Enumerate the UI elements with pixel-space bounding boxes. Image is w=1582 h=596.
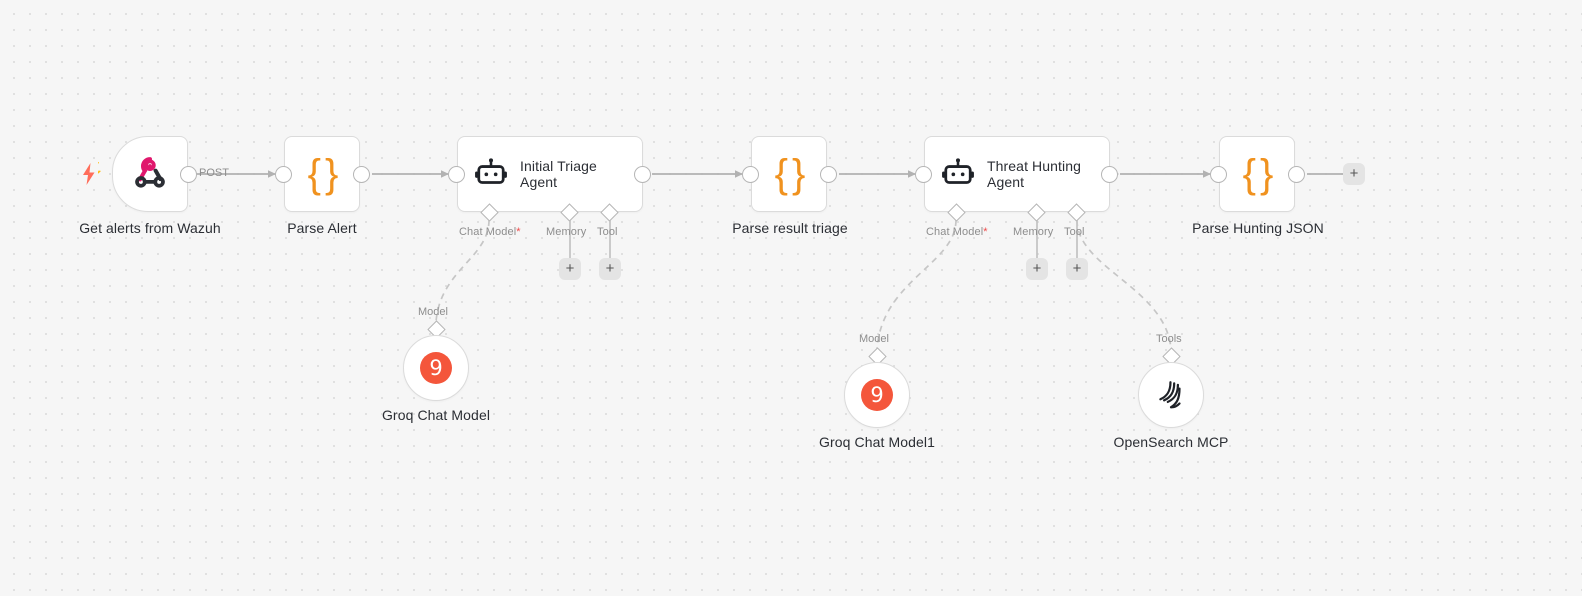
node-parse-alert[interactable]: { } xyxy=(284,136,360,212)
node-get-alerts-from-wazuh[interactable] xyxy=(112,136,188,212)
node-opensearch-mcp[interactable] xyxy=(1138,362,1204,428)
parse-result-triage-output-port[interactable] xyxy=(820,166,837,183)
node-label-parse-result-triage: Parse result triage xyxy=(732,220,848,236)
node-label-get-alerts-from-wazuh: Get alerts from Wazuh xyxy=(79,220,221,236)
connection-label-model-hunting: Model xyxy=(859,333,889,345)
node-groq-chat-model[interactable]: 9 xyxy=(403,335,469,401)
connection-label-tools: Tools xyxy=(1156,333,1182,345)
threat-hunting-chat-model-label: Chat Model* xyxy=(926,226,988,238)
initial-triage-agent-input-port[interactable] xyxy=(448,166,465,183)
groq-icon: 9 xyxy=(420,352,452,384)
initial-triage-chat-model-label: Chat Model* xyxy=(459,226,521,238)
node-label-parse-hunting-json: Parse Hunting JSON xyxy=(1192,220,1324,236)
node-label-groq-chat-model1: Groq Chat Model1 xyxy=(819,434,935,450)
parse-hunting-json-output-port[interactable] xyxy=(1288,166,1305,183)
robot-icon xyxy=(942,158,974,184)
parse-alert-input-port[interactable] xyxy=(275,166,292,183)
initial-triage-tool-label: Tool xyxy=(597,226,618,238)
node-label-groq-chat-model: Groq Chat Model xyxy=(381,407,491,423)
webhook-output-port[interactable] xyxy=(180,166,197,183)
parse-result-triage-input-port[interactable] xyxy=(742,166,759,183)
node-title-threat-hunting-agent: Threat Hunting Agent xyxy=(987,157,1082,190)
add-tool-button-hunting[interactable]: + xyxy=(1066,258,1088,280)
groq-icon: 9 xyxy=(861,379,893,411)
initial-triage-memory-label: Memory xyxy=(546,226,587,238)
node-label-opensearch-mcp: OpenSearch MCP xyxy=(1113,434,1229,450)
add-memory-button-triage[interactable]: + xyxy=(559,258,581,280)
webhook-method-label: POST xyxy=(199,167,229,179)
threat-hunting-tool-label: Tool xyxy=(1064,226,1085,238)
code-json-icon: { } xyxy=(1242,152,1274,196)
node-parse-hunting-json[interactable]: { } xyxy=(1219,136,1295,212)
node-threat-hunting-agent[interactable]: Threat Hunting Agent xyxy=(924,136,1110,212)
robot-icon xyxy=(475,158,507,184)
node-label-parse-alert: Parse Alert xyxy=(287,220,357,236)
connection-label-model-triage: Model xyxy=(418,306,448,318)
add-tool-button-triage[interactable]: + xyxy=(599,258,621,280)
code-json-icon: { } xyxy=(774,152,806,196)
threat-hunting-agent-input-port[interactable] xyxy=(915,166,932,183)
node-parse-result-triage[interactable]: { } xyxy=(751,136,827,212)
threat-hunting-memory-label: Memory xyxy=(1013,226,1054,238)
lightning-bolt-glyph xyxy=(80,162,98,186)
threat-hunting-agent-output-port[interactable] xyxy=(1101,166,1118,183)
code-json-icon: { } xyxy=(307,152,339,196)
parse-hunting-json-input-port[interactable] xyxy=(1210,166,1227,183)
initial-triage-agent-output-port[interactable] xyxy=(634,166,651,183)
webhook-icon xyxy=(135,157,165,188)
parse-alert-output-port[interactable] xyxy=(353,166,370,183)
node-groq-chat-model1[interactable]: 9 xyxy=(844,362,910,428)
node-title-initial-triage-agent: Initial Triage Agent xyxy=(520,157,597,190)
add-memory-button-hunting[interactable]: + xyxy=(1026,258,1048,280)
add-next-node-button[interactable]: + xyxy=(1343,163,1365,185)
node-initial-triage-agent[interactable]: Initial Triage Agent xyxy=(457,136,643,212)
opensearch-icon xyxy=(1159,381,1181,409)
